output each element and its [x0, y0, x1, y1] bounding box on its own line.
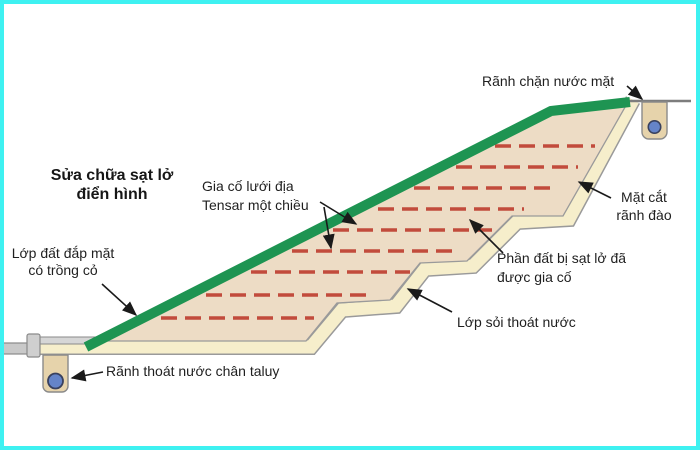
arrow-topsoil	[101, 283, 138, 317]
label-reinforced-soil: Phần đất bị sạt lở đã được gia cố	[497, 250, 627, 285]
diagram-title: Sửa chữa sạt lở điển hình	[34, 166, 190, 204]
label-crest-drain: Rãnh chặn nước mặt	[482, 73, 615, 89]
label-topsoil: Lớp đất đắp mặt có trồng cỏ	[11, 245, 115, 278]
toe-drain-structure	[42, 354, 69, 393]
diagram-title-line2: điển hình	[76, 186, 148, 203]
arrow-gravel	[406, 288, 453, 313]
arrow-reinforced	[468, 218, 504, 254]
gravel-drain-band	[38, 96, 641, 355]
annotation-arrows	[70, 85, 644, 382]
toe-drain-pipe-icon	[47, 372, 64, 390]
arrow-geogrid-2	[322, 206, 335, 250]
grass-surface-band	[83, 97, 631, 352]
label-gravel-layer: Lớp sỏi thoát nước	[457, 314, 576, 330]
crest-drain-structure	[641, 101, 668, 140]
arrow-toe-drain	[70, 369, 104, 382]
crest-drain-pipe-icon	[647, 120, 662, 135]
arrow-crest-drain	[626, 85, 644, 100]
label-toe-drain: Rãnh thoát nước chân taluy	[106, 363, 280, 379]
label-trench-section: Mặt cắt rãnh đào	[616, 189, 672, 223]
geogrid-layers	[161, 144, 595, 320]
arrow-geogrid-1	[319, 201, 358, 225]
diagram-title-line1: Sửa chữa sạt lở	[50, 167, 174, 184]
label-geogrid: Gia cố lưới địa Tensar một chiều	[202, 178, 309, 213]
arrow-trench-section	[577, 181, 612, 199]
